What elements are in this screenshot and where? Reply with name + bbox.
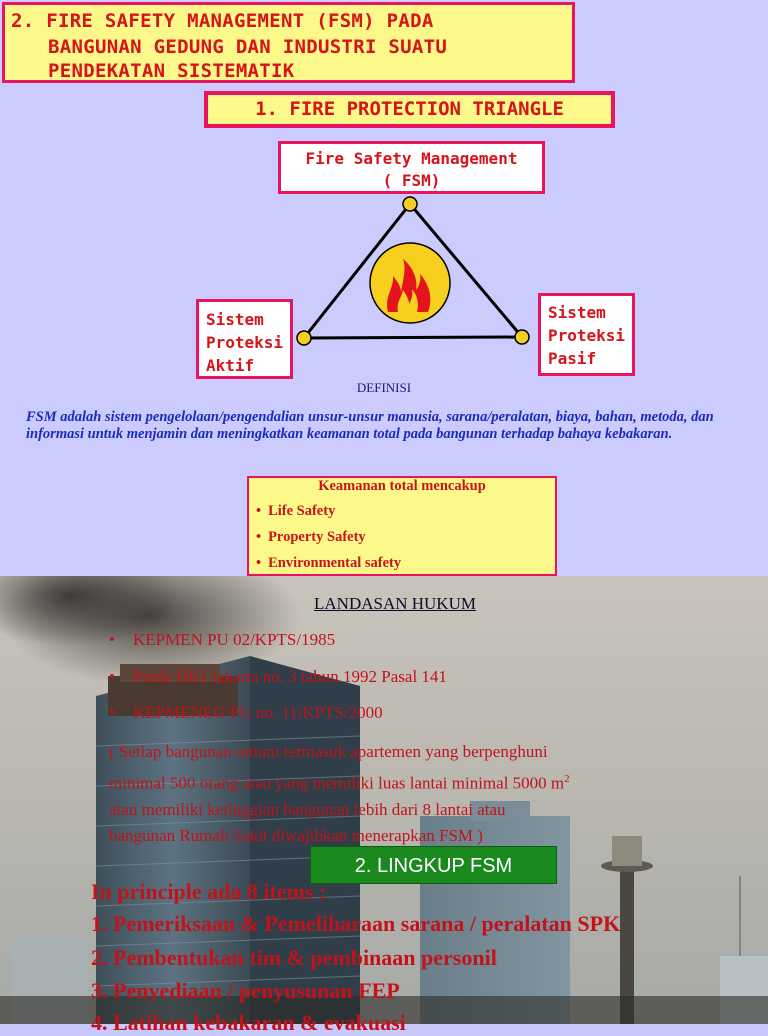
legal-note-line-3: atau memiliki ketinggian bangunan lebih … (109, 799, 506, 819)
scope-item: 2. Pembentukan tim & pembinaan personil (91, 945, 497, 970)
coverage-item-text: Environmental safety (268, 555, 402, 571)
legal-note-line-4: bangunan Rumah Sakit diwajibkan menerapk… (109, 826, 483, 846)
photo-background (0, 576, 768, 1024)
triangle-edge-right (408, 203, 524, 338)
triangle-heading: 1. FIRE PROTECTION TRIANGLE (204, 91, 615, 128)
definition-text: FSM adalah sistem pengelolaan/pengendali… (26, 409, 714, 442)
coverage-item-text: Property Safety (268, 529, 366, 545)
superscript: 2 (564, 772, 570, 785)
legal-note-line-1: ( Setiap bangunan umum termasuk aparteme… (109, 742, 548, 761)
fsm-node: Fire Safety Management ( FSM) (278, 141, 545, 194)
legal-item: • Perda DKI Jakarta no. 3 tahun 1992 Pasa… (109, 667, 447, 687)
coverage-item: • Life Safety (256, 503, 335, 520)
fire-triangle-diagram (296, 196, 530, 346)
definition-label: DEFINISI (356, 380, 412, 395)
title-line-1: 2. FIRE SAFETY MANAGEMENT (FSM) PADA (11, 10, 434, 32)
bullet-dot: • (109, 667, 115, 686)
vertex-top (402, 196, 418, 212)
fsm-node-line-2: ( FSM) (382, 171, 441, 190)
slide-top: 2. FIRE SAFETY MANAGEMENT (FSM) PADA BAN… (2, 2, 714, 576)
scope-item: 4. Latihan kebakaran & evakuasi (91, 1010, 406, 1035)
bullet-dot: • (109, 703, 115, 722)
active-node-line-1: Sistem (206, 310, 264, 329)
legal-item-text: Perda DKI Jakarta no. 3 tahun 1992 Pasal… (132, 667, 447, 686)
passive-node-line-3: Pasif (548, 349, 597, 368)
active-node-line-3: Aktif (206, 356, 255, 375)
coverage-item: • Environmental safety (256, 555, 401, 572)
scope-heading: 2. LINGKUP FSM (310, 846, 557, 884)
coverage-title: Keamanan total mencakup (318, 478, 486, 494)
legal-item-text: KEPMENEG PU no. 11/KPTS/2000 (132, 703, 383, 722)
vertex-left (296, 330, 312, 346)
passive-protection-node: Sistem Proteksi Pasif (538, 293, 635, 376)
scope-item: 3. Penyediaan / penyusunan FEP (91, 978, 400, 1003)
fire-icon (369, 242, 451, 324)
passive-node-line-1: Sistem (548, 303, 606, 322)
vertex-right (514, 329, 530, 345)
legal-item: • KEPMENEG PU no. 11/KPTS/2000 (109, 703, 383, 723)
triangle-edge-left (302, 203, 412, 339)
active-protection-node: Sistem Proteksi Aktif (196, 299, 293, 379)
legal-item-text: KEPMEN PU 02/KPTS/1985 (132, 630, 336, 649)
passive-node-line-2: Proteksi (548, 326, 626, 345)
burning-building-photo (0, 576, 768, 1024)
legal-basis-title: LANDASAN HUKUM (314, 594, 476, 613)
legal-item: • KEPMEN PU 02/KPTS/1985 (109, 630, 335, 650)
active-node-line-2: Proteksi (206, 333, 284, 352)
legal-note-line-2: minimal 500 orang atau yang memiliki lua… (109, 772, 570, 793)
title-line-3: PENDEKATAN SISTEMATIK (48, 60, 295, 82)
scope-item: 1. Pemeriksaan & Pemeliharaan sarana / p… (91, 911, 621, 936)
bullet-dot: • (109, 630, 115, 649)
coverage-item: • Property Safety (256, 529, 366, 546)
title-box: 2. FIRE SAFETY MANAGEMENT (FSM) PADA BAN… (2, 2, 575, 83)
coverage-item-text: Life Safety (268, 503, 336, 519)
legal-note: ( Setiap bangunan umum termasuk aparteme… (109, 739, 749, 850)
bullet-dot: • (256, 555, 262, 571)
bullet-dot: • (256, 503, 262, 519)
scope-intro: In principle ada 8 items : (91, 879, 327, 904)
coverage-box: Keamanan total mencakup • Life Safety • Pr… (247, 476, 557, 576)
bullet-dot: • (256, 529, 262, 545)
triangle-edge-bottom (303, 335, 523, 340)
title-line-2: BANGUNAN GEDUNG DAN INDUSTRI SUATU (48, 36, 448, 58)
fsm-node-line-1: Fire Safety Management (305, 149, 518, 168)
